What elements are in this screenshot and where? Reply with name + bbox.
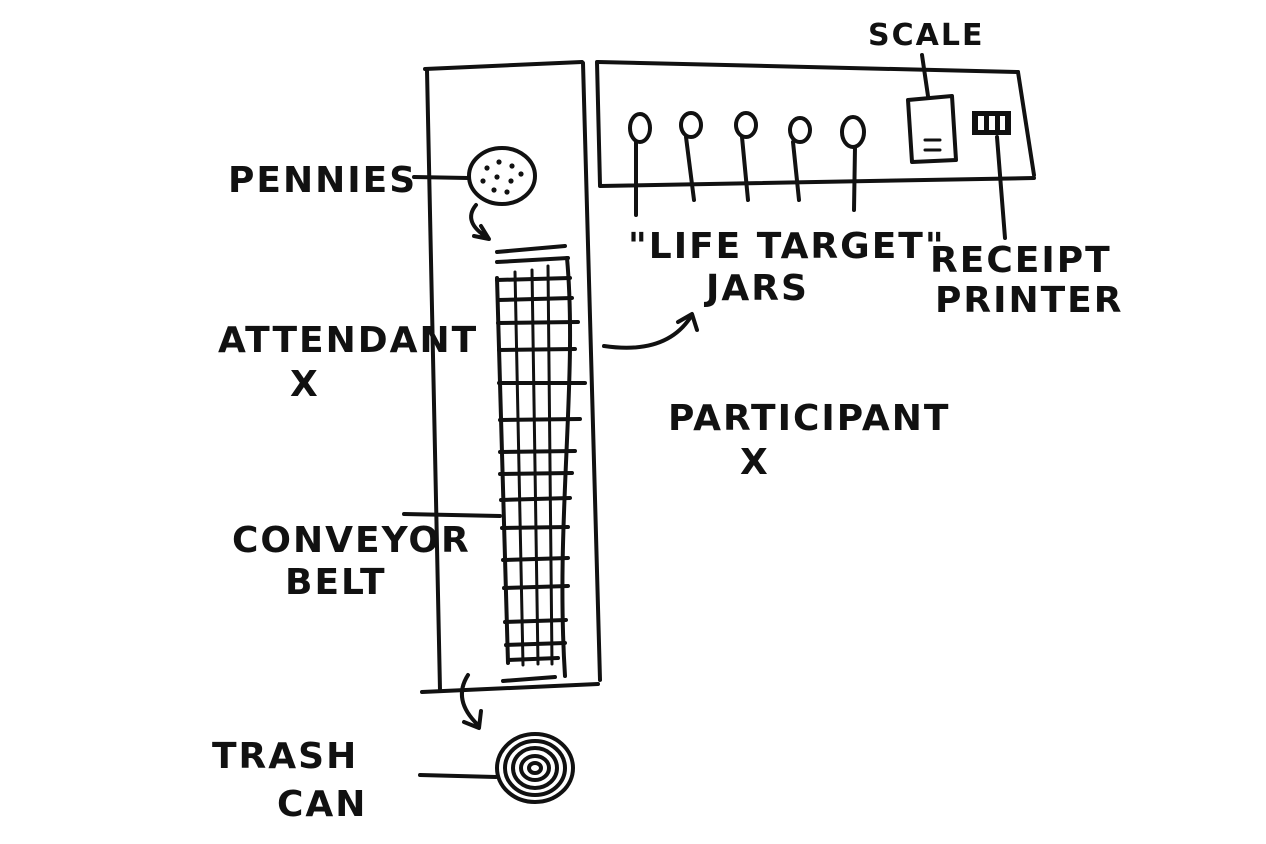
left-counter (420, 60, 602, 694)
pennies-pointer-line (412, 175, 470, 180)
trash-can (495, 732, 575, 804)
trash-pointer-line (418, 773, 498, 779)
attendant-label: ATTENDANT (218, 320, 478, 361)
conveyor-to-jars-arrow (602, 312, 699, 350)
conveyor-belt-label-line2: BELT (285, 562, 387, 603)
trash-arrow (459, 673, 483, 730)
attendant-marker: X (290, 364, 320, 405)
life-target-jars-label-line1: "LIFE TARGET" (628, 226, 946, 267)
life-target-jars (628, 111, 866, 217)
pennies-arrow (469, 203, 491, 241)
conveyor-pointer-line (402, 512, 502, 518)
conveyor-belt-label-line1: CONVEYOR (232, 520, 471, 561)
pennies-label: PENNIES (228, 160, 417, 201)
scale (906, 53, 958, 164)
participant-label: PARTICIPANT (668, 398, 950, 439)
receipt-printer-label-line1: RECEIPT (930, 240, 1112, 281)
conveyor-belt (495, 244, 587, 683)
top-counter (595, 60, 1036, 188)
receipt-printer-label-line2: PRINTER (935, 280, 1124, 321)
trash-can-label-line1: TRASH (212, 736, 358, 777)
receipt-printer (972, 111, 1011, 240)
life-target-jars-label-line2: JARS (703, 268, 809, 309)
scale-label: SCALE (868, 18, 984, 53)
trash-can-label-line2: CAN (277, 784, 367, 825)
pennies-bowl (467, 146, 537, 206)
participant-marker: X (740, 442, 770, 483)
